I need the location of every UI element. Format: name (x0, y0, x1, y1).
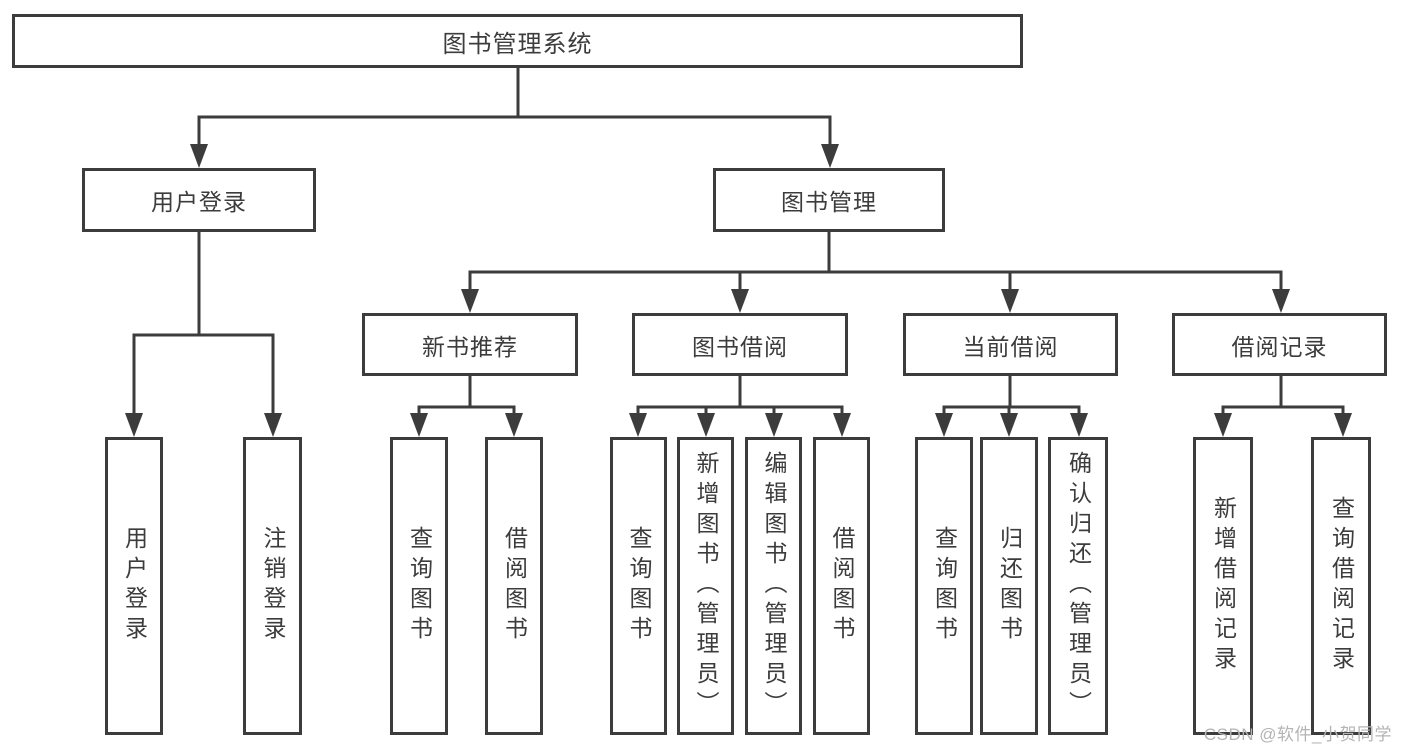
leaf-label: 确认归还（管理员） (1065, 451, 1092, 721)
node-current-borrowing: 当前借阅 (903, 313, 1118, 376)
leaf-label: 用户登录 (121, 526, 148, 646)
leaf-add-books-admin: 新增图书（管理员） (677, 437, 734, 735)
node-label: 新书推荐 (422, 333, 518, 360)
arrowhead (125, 413, 143, 437)
node-label: 图书管理系统 (442, 30, 593, 58)
node-book-management: 图书管理 (713, 168, 945, 232)
arrowhead (821, 144, 839, 168)
arrowhead (1272, 289, 1290, 313)
arrowhead (1214, 413, 1232, 437)
leaf-add-borrow-record: 新增借阅记录 (1193, 437, 1253, 735)
node-new-book-recommendation: 新书推荐 (362, 313, 578, 376)
arrowhead (935, 413, 953, 437)
node-label: 借阅记录 (1231, 333, 1328, 360)
leaf-return-books: 归还图书 (980, 437, 1038, 735)
leaf-borrow-books: 借阅图书 (813, 437, 870, 735)
arrowhead (731, 289, 749, 313)
node-label: 当前借阅 (962, 333, 1059, 360)
watermark: CSDN @软件_小贺同学 (1203, 725, 1392, 744)
leaf-label: 归还图书 (996, 526, 1023, 646)
leaf-label: 注销登录 (260, 526, 286, 646)
node-library-management-system: 图书管理系统 (12, 14, 1023, 68)
arrowhead (697, 413, 715, 437)
leaf-user-login: 用户登录 (105, 437, 163, 735)
leaf-label: 查询图书 (406, 526, 433, 646)
arrowhead (190, 144, 208, 168)
leaf-label: 借阅图书 (501, 526, 528, 646)
arrowhead (505, 413, 523, 437)
arrowhead (410, 413, 428, 437)
arrowhead (833, 413, 851, 437)
leaf-label: 新增借阅记录 (1210, 496, 1237, 676)
leaf-label: 新增图书（管理员） (693, 451, 719, 721)
arrowhead (629, 413, 647, 437)
node-book-borrowing: 图书借阅 (632, 313, 848, 376)
arrowhead (1001, 289, 1019, 313)
leaf-label: 查询图书 (626, 526, 652, 646)
arrowhead (1000, 413, 1018, 437)
arrowhead (765, 413, 783, 437)
leaf-query-books-current: 查询图书 (915, 437, 973, 735)
node-label: 用户登录 (151, 189, 247, 215)
arrowhead (1334, 413, 1352, 437)
node-label: 图书管理 (781, 189, 877, 215)
leaf-query-books-recommend: 查询图书 (390, 437, 448, 735)
arrowhead (461, 289, 479, 313)
leaf-query-borrow-record: 查询借阅记录 (1311, 437, 1371, 735)
leaf-label: 借阅图书 (829, 526, 855, 646)
leaf-confirm-return-admin: 确认归还（管理员） (1048, 437, 1108, 735)
node-user-login: 用户登录 (82, 168, 316, 232)
leaf-borrow-books-recommend: 借阅图书 (485, 437, 543, 735)
leaf-label: 查询图书 (931, 526, 958, 646)
leaf-label: 查询借阅记录 (1328, 496, 1355, 676)
node-borrowing-records: 借阅记录 (1172, 313, 1387, 376)
leaf-logout: 注销登录 (243, 437, 302, 735)
leaf-query-books-borrow: 查询图书 (610, 437, 667, 735)
arrowhead (264, 413, 282, 437)
node-label: 图书借阅 (692, 333, 788, 360)
arrowhead (1070, 413, 1088, 437)
leaf-edit-books-admin: 编辑图书（管理员） (745, 437, 802, 735)
leaf-label: 编辑图书（管理员） (761, 451, 787, 721)
